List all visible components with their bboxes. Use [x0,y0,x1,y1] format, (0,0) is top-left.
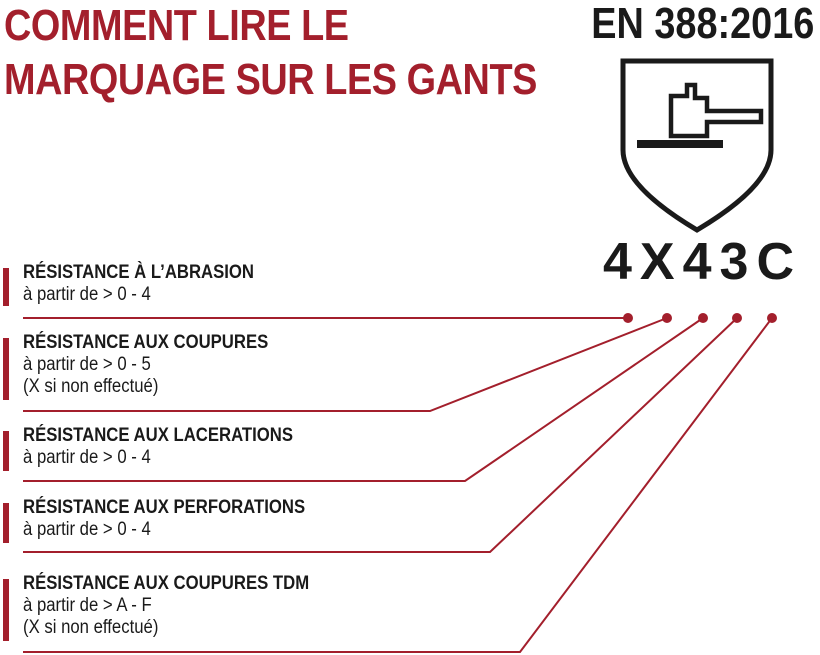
connector-dot [662,313,672,323]
heading-line-1: COMMENT LIRE LE [4,1,349,50]
item-accent-bar [3,431,9,471]
item-accent-bar [3,268,9,306]
connector-dot [698,313,708,323]
glove-hammer-pictogram-icon [620,58,774,233]
item-range: à partir de > 0 - 5 [23,354,151,375]
item-range: à partir de > 0 - 4 [23,519,151,540]
heading-line-2: MARQUAGE SUR LES GANTS [4,55,537,104]
item-note: (X si non effectué) [23,376,159,397]
item-puncture-resistance: RÉSISTANCE AUX PERFORATIONS à partir de … [3,497,344,543]
hammer-icon [668,82,764,139]
connector-dot [732,313,742,323]
item-accent-bar [3,338,9,400]
item-tdm-cut-resistance: RÉSISTANCE AUX COUPURES TDM à partir de … [3,573,348,641]
item-range: à partir de > 0 - 4 [23,447,151,468]
item-title: RÉSISTANCE AUX COUPURES [23,332,269,353]
performance-code: 4X43C [603,233,802,291]
connector-dot [623,313,633,323]
item-accent-bar [3,503,9,543]
item-cut-resistance: RÉSISTANCE AUX COUPURES à partir de > 0 … [3,332,302,400]
item-title: RÉSISTANCE AUX LACERATIONS [23,425,294,446]
connector-dot [767,313,777,323]
item-title: RÉSISTANCE À L’ABRASION [23,262,255,283]
item-title: RÉSISTANCE AUX PERFORATIONS [23,497,306,518]
item-accent-bar [3,579,9,641]
item-range: à partir de > 0 - 4 [23,284,151,305]
connector-line [23,317,668,412]
surface-bar [637,140,723,148]
connector-line [23,317,773,653]
item-range: à partir de > A - F [23,595,152,616]
standard-label: EN 388:2016 [591,0,814,48]
item-title: RÉSISTANCE AUX COUPURES TDM [23,573,310,594]
connector-line [23,317,704,482]
item-tear-resistance: RÉSISTANCE AUX LACERATIONS à partir de >… [3,425,330,471]
item-note: (X si non effectué) [23,617,159,638]
item-abrasion: RÉSISTANCE À L’ABRASION à partir de > 0 … [3,262,286,306]
connector-line [23,317,738,553]
